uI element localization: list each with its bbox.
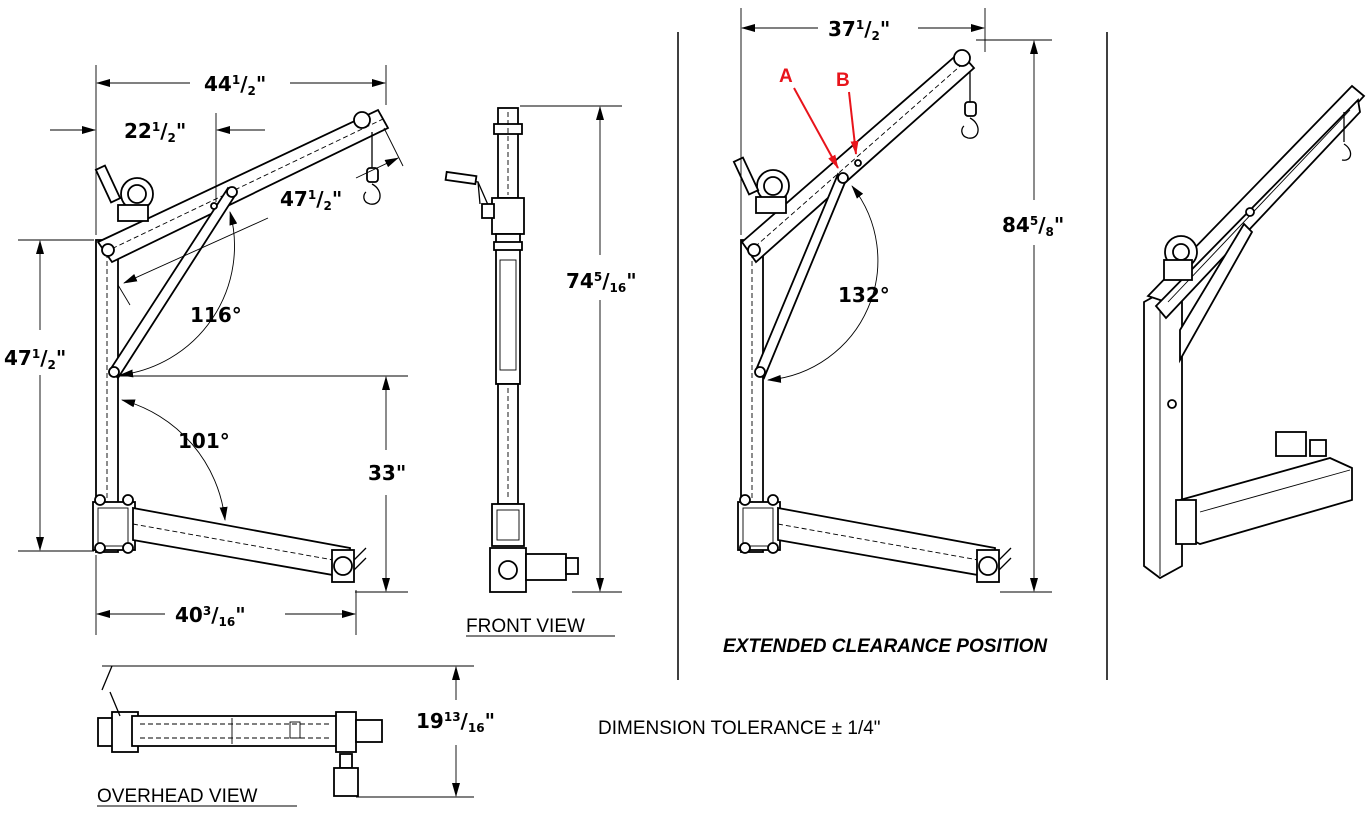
dim-base-height: 33" (368, 461, 406, 485)
front-view: 745/16" FRONT VIEW (444, 105, 637, 637)
dim-boom-length: 471/2" (280, 187, 342, 213)
isometric-view (1143, 84, 1366, 580)
angle-leg: 101° (178, 429, 230, 453)
extended-view-label: EXTENDED CLEARANCE POSITION (723, 636, 1048, 657)
overhead-view: 1913/16" OVERHEAD VIEW (97, 665, 495, 807)
dim-front-height: 745/16" (566, 269, 637, 295)
dim-overhead-depth: 1913/16" (416, 709, 495, 735)
dim-extended-width: 371/2" (828, 17, 890, 43)
dim-leg-length: 403/16" (175, 603, 246, 629)
leg (132, 506, 351, 580)
extended-view: 371/2" 845/8" 132° A B EXTENDED CLEARANC… (723, 8, 1064, 657)
dim-mast-height: 471/2" (4, 346, 66, 372)
side-view: 441/2" 221/2" 471/2" 116° 471/2" 101° 33… (4, 65, 408, 635)
winch (94, 164, 154, 222)
angle-boom: 116° (190, 303, 242, 327)
dim-brace-offset: 221/2" (124, 119, 186, 145)
angle-extended: 132° (838, 283, 890, 307)
tolerance-note: DIMENSION TOLERANCE ± 1/4" (598, 718, 881, 739)
dim-extended-height: 845/8" (1002, 213, 1064, 239)
marker-b: B (836, 70, 850, 91)
hook (363, 132, 381, 205)
front-view-label: FRONT VIEW (466, 616, 585, 637)
overhead-view-label: OVERHEAD VIEW (97, 786, 258, 807)
dim-overall-width: 441/2" (204, 72, 266, 98)
marker-a: A (779, 66, 793, 87)
